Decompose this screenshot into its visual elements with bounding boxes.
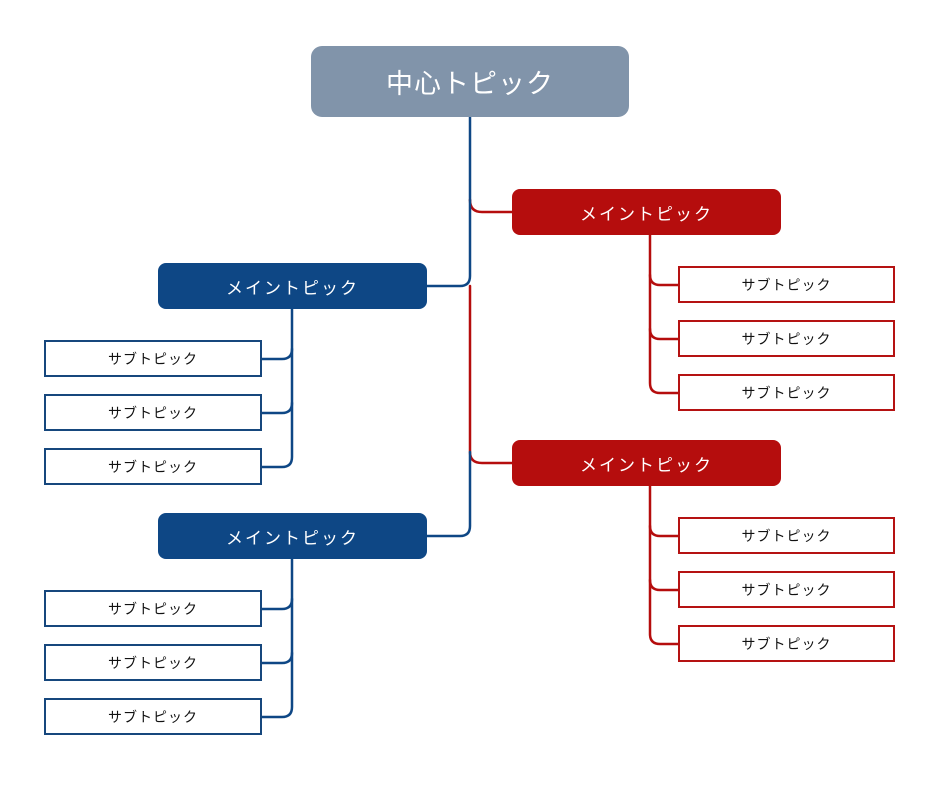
connector-sub-1-2 bbox=[648, 327, 680, 341]
connector-subs-4-spine bbox=[260, 557, 294, 719]
subtopic-2-3[interactable]: サブトピック bbox=[44, 448, 262, 485]
connector-sub-2-1 bbox=[260, 347, 294, 361]
main-topic-3[interactable]: メイントピック bbox=[512, 440, 781, 486]
connector-subs-3-spine bbox=[648, 484, 680, 646]
main-topic-1[interactable]: メイントピック bbox=[512, 189, 781, 235]
connector-subs-2-spine bbox=[260, 307, 294, 469]
connector-sub-4-1 bbox=[260, 597, 294, 611]
subtopic-1-3[interactable]: サブトピック bbox=[678, 374, 895, 411]
connector-sub-2-2 bbox=[260, 401, 294, 415]
connector-sub-3-2 bbox=[648, 578, 680, 592]
connector-main-4 bbox=[425, 450, 472, 538]
main-topic-2[interactable]: メイントピック bbox=[158, 263, 427, 309]
connector-main-2 bbox=[425, 198, 472, 288]
connector-subs-1-spine bbox=[648, 233, 680, 395]
connector-sub-1-1 bbox=[648, 273, 680, 287]
subtopic-4-2[interactable]: サブトピック bbox=[44, 644, 262, 681]
connector-sub-4-2 bbox=[260, 651, 294, 665]
subtopic-4-1[interactable]: サブトピック bbox=[44, 590, 262, 627]
subtopic-1-1[interactable]: サブトピック bbox=[678, 266, 895, 303]
main-topic-4[interactable]: メイントピック bbox=[158, 513, 427, 559]
subtopic-3-2[interactable]: サブトピック bbox=[678, 571, 895, 608]
subtopic-1-2[interactable]: サブトピック bbox=[678, 320, 895, 357]
connector-main-1 bbox=[468, 198, 514, 214]
subtopic-2-2[interactable]: サブトピック bbox=[44, 394, 262, 431]
subtopic-2-1[interactable]: サブトピック bbox=[44, 340, 262, 377]
connector-sub-3-1 bbox=[648, 524, 680, 538]
connector-main-3 bbox=[468, 284, 514, 465]
subtopic-4-3[interactable]: サブトピック bbox=[44, 698, 262, 735]
subtopic-3-3[interactable]: サブトピック bbox=[678, 625, 895, 662]
subtopic-3-1[interactable]: サブトピック bbox=[678, 517, 895, 554]
central-topic[interactable]: 中心トピック bbox=[311, 46, 629, 117]
